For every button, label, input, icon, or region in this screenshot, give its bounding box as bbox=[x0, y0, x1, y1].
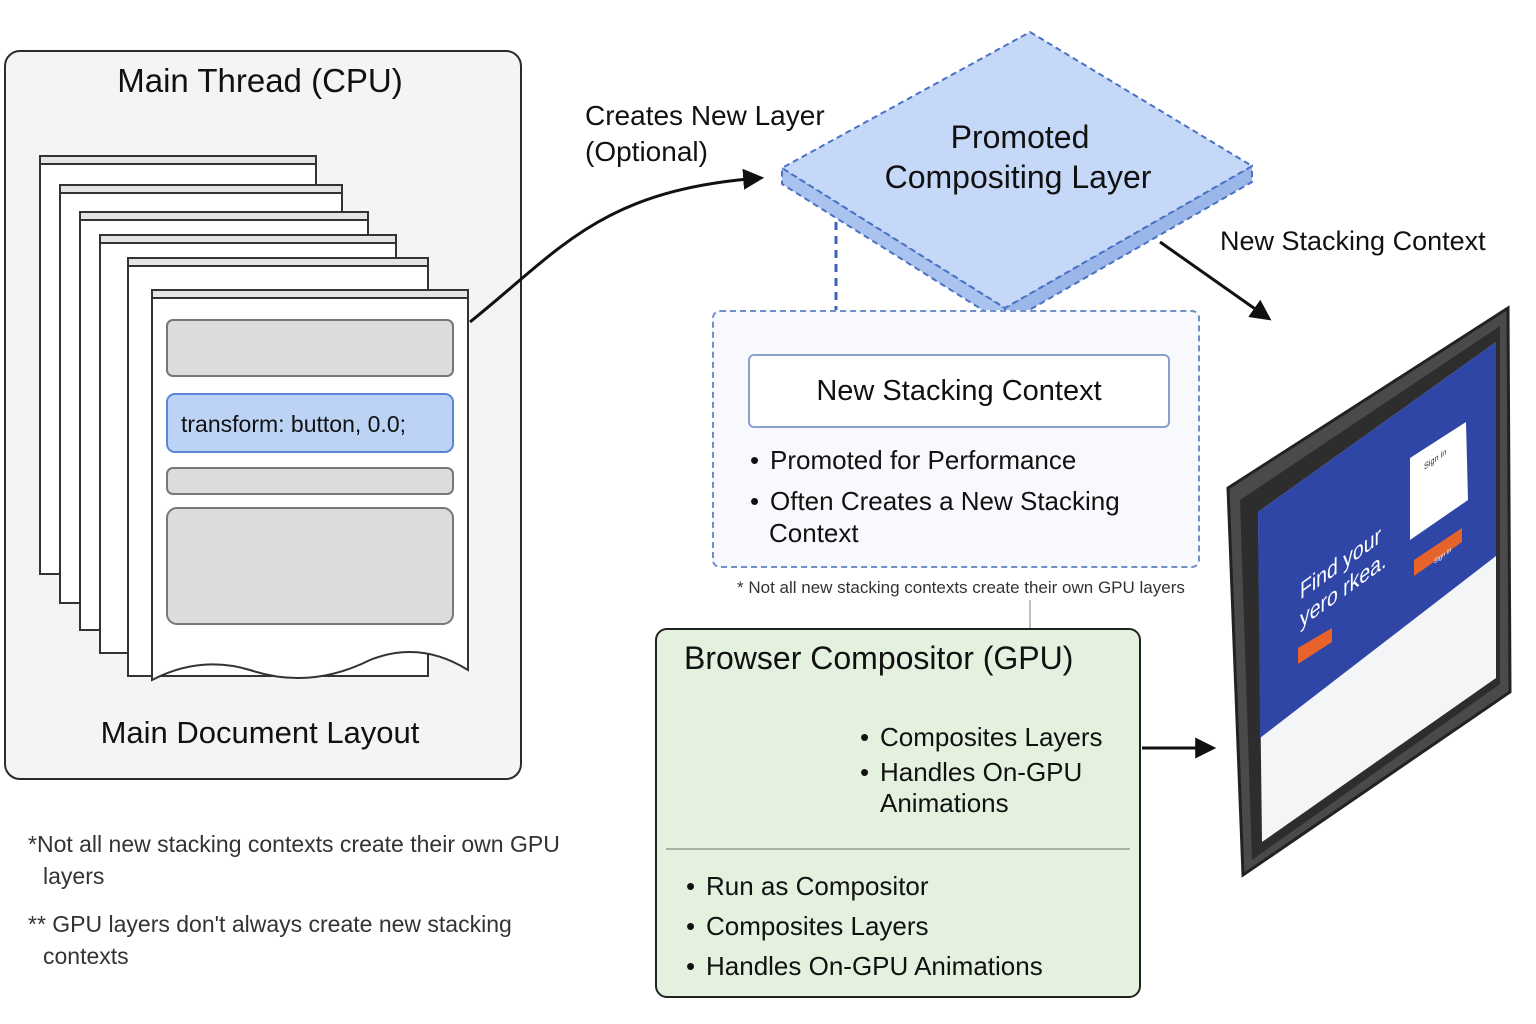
stacking-context-bullets: •Promoted for Performance •Often Creates… bbox=[750, 444, 1190, 558]
compositor-bottom-bullets: •Run as Compositor •Composites Layers •H… bbox=[686, 866, 1043, 986]
footnote-1: *Not all new stacking contexts create th… bbox=[28, 828, 560, 892]
document-stack: transform: button, 0.0; bbox=[39, 155, 469, 682]
compositor-bottom-bullet-3: •Handles On-GPU Animations bbox=[686, 951, 1043, 981]
footnote-2: ** GPU layers don't always create new st… bbox=[28, 908, 560, 972]
stacking-bullet-1: •Promoted for Performance bbox=[750, 445, 1077, 475]
main-thread-title: Main Thread (CPU) bbox=[117, 62, 403, 99]
creates-new-layer-line2: (Optional) bbox=[585, 136, 708, 167]
browser-compositor-panel bbox=[655, 628, 1141, 998]
screen-login-form bbox=[1410, 422, 1468, 576]
creates-new-layer-label: Creates New Layer (Optional) bbox=[585, 98, 825, 170]
compositor-bottom-bullet-2-text: Composites Layers bbox=[706, 911, 929, 941]
stacking-bullet-1-text: Promoted for Performance bbox=[770, 445, 1077, 475]
compositor-divider bbox=[666, 848, 1130, 850]
footnotes: *Not all new stacking contexts create th… bbox=[28, 828, 560, 988]
creates-layer-arrow bbox=[469, 168, 765, 324]
compositor-top-bullet-2-text: Handles On-GPU bbox=[880, 757, 1083, 787]
compositor-top-bullet-1: •Composites Layers bbox=[860, 722, 1103, 752]
footnote-2-text: GPU layers don't always create new stack… bbox=[52, 911, 512, 937]
stacking-bullet-2: •Often Creates a New Stacking Context bbox=[750, 485, 1190, 549]
compositor-top-bullet-2: •Handles On-GPU Animations bbox=[860, 757, 1150, 819]
compositor-top-bullet-1-text: Composites Layers bbox=[880, 722, 1103, 752]
compositor-bottom-bullet-3-text: Handles On-GPU Animations bbox=[706, 951, 1043, 981]
main-document-layout-label: Main Document Layout bbox=[100, 715, 420, 750]
footnote-1-text: Not all new stacking contexts create the… bbox=[36, 831, 560, 857]
stacking-footnote: * Not all new stacking contexts create t… bbox=[737, 578, 1185, 597]
document-page-front: transform: button, 0.0; bbox=[151, 289, 469, 682]
transform-code-line: transform: button, 0.0; bbox=[181, 411, 406, 437]
compositor-bottom-bullet-1-text: Run as Compositor bbox=[706, 871, 929, 901]
compositor-bottom-bullet-1: •Run as Compositor bbox=[686, 871, 929, 901]
footnote-1-text-cont: layers bbox=[43, 863, 105, 889]
stacking-context-title: New Stacking Context bbox=[748, 354, 1170, 428]
promoted-layer-title-line2: Compositing Layer bbox=[885, 159, 1152, 195]
compositor-top-bullet-2-text-cont: Animations bbox=[880, 788, 1009, 818]
footnote-2-mark: ** bbox=[28, 911, 46, 937]
promoted-layer-title-line1: Promoted bbox=[951, 119, 1090, 155]
footnote-2-text-cont: contexts bbox=[43, 943, 129, 969]
new-stacking-context-arrow bbox=[1159, 240, 1272, 321]
monitor-display: Find your yero rkea. Sign in Sign in bbox=[1226, 305, 1512, 878]
stacking-bullet-2-text: Often Creates a New Stacking bbox=[770, 486, 1120, 516]
stacking-bullet-2-text-cont: Context bbox=[769, 518, 859, 548]
new-stacking-context-label: New Stacking Context bbox=[1220, 226, 1486, 256]
promoted-layer-slab: Promoted Compositing Layer bbox=[780, 30, 1254, 326]
compositor-bottom-bullet-2: •Composites Layers bbox=[686, 911, 929, 941]
browser-compositor-title: Browser Compositor (GPU) bbox=[684, 640, 1074, 676]
footnote-1-mark: * bbox=[28, 831, 37, 857]
compositor-top-bullets: •Composites Layers •Handles On-GPU Anima… bbox=[860, 722, 1150, 819]
creates-new-layer-line1: Creates New Layer bbox=[585, 100, 825, 131]
screen-cta-button bbox=[1298, 628, 1332, 664]
stacking-context-box bbox=[712, 310, 1200, 568]
